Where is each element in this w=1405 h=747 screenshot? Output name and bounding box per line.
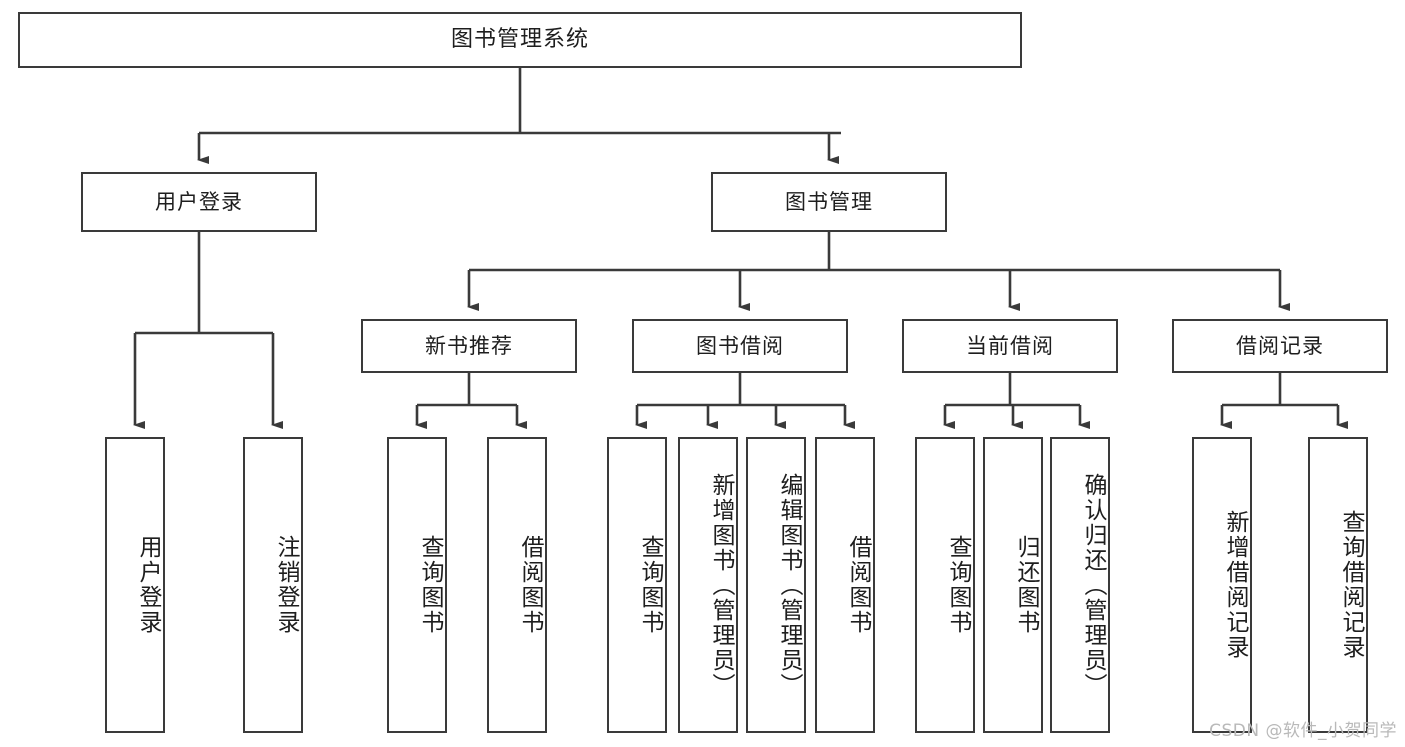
leaf-label: 新增借阅记录 [1222, 510, 1248, 660]
node-book-borrow[interactable]: 图书借阅 [632, 319, 848, 373]
leaf-label: 借阅图书 [845, 535, 871, 635]
leaf-label: 查询借阅记录 [1338, 510, 1364, 660]
node-user-login[interactable]: 用户登录 [81, 172, 317, 232]
leaf-node-confirm-return[interactable]: 确认归还（管理员） [1050, 437, 1110, 733]
leaf-label: 归还图书 [1013, 535, 1039, 635]
leaf-label: 查询图书 [417, 535, 443, 635]
leaf-label: 确认归还（管理员） [1080, 472, 1106, 698]
leaf-node-add-borrow-record[interactable]: 新增借阅记录 [1192, 437, 1252, 733]
leaf-node-return-book[interactable]: 归还图书 [983, 437, 1043, 733]
csdn-watermark: CSDN @软件_小贺同学 [1209, 721, 1397, 741]
leaf-label: 注销登录 [273, 535, 299, 635]
leaf-label: 查询图书 [637, 535, 663, 635]
leaf-node-edit-book[interactable]: 编辑图书（管理员） [746, 437, 806, 733]
leaf-label: 用户登录 [135, 535, 161, 635]
leaf-node-query-book-current[interactable]: 查询图书 [915, 437, 975, 733]
leaf-node-borrow-book[interactable]: 借阅图书 [815, 437, 875, 733]
leaf-label: 编辑图书（管理员） [776, 472, 802, 698]
leaf-node-user-login[interactable]: 用户登录 [105, 437, 165, 733]
node-root-system[interactable]: 图书管理系统 [18, 12, 1022, 68]
node-new-book-recommend[interactable]: 新书推荐 [361, 319, 577, 373]
leaf-label: 新增图书（管理员） [708, 472, 734, 698]
leaf-node-query-book-borrow[interactable]: 查询图书 [607, 437, 667, 733]
node-current-borrow[interactable]: 当前借阅 [902, 319, 1118, 373]
leaf-node-add-book[interactable]: 新增图书（管理员） [678, 437, 738, 733]
leaf-label: 借阅图书 [517, 535, 543, 635]
leaf-node-query-book-recommend[interactable]: 查询图书 [387, 437, 447, 733]
leaf-node-borrow-book-recommend[interactable]: 借阅图书 [487, 437, 547, 733]
leaf-node-query-borrow-record[interactable]: 查询借阅记录 [1308, 437, 1368, 733]
leaf-node-logout[interactable]: 注销登录 [243, 437, 303, 733]
node-borrow-record[interactable]: 借阅记录 [1172, 319, 1388, 373]
node-book-management[interactable]: 图书管理 [711, 172, 947, 232]
leaf-label: 查询图书 [945, 535, 971, 635]
